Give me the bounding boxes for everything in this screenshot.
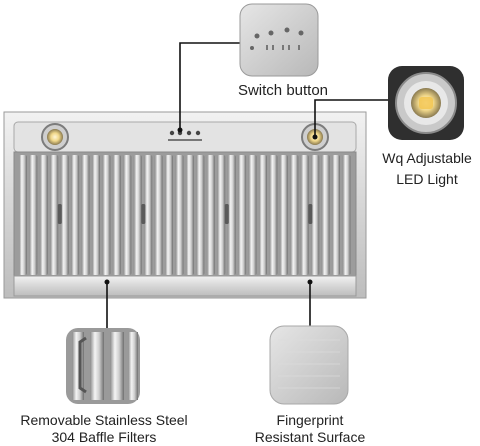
baffle-fin (238, 155, 247, 275)
baffle-filter-inset (66, 328, 140, 404)
led-light-left (41, 123, 69, 151)
baffle-fin (269, 155, 278, 275)
led-light-label-line1: Wq Adjustable (382, 150, 472, 166)
baffle-fin (19, 155, 27, 275)
baffle-fin (154, 155, 163, 275)
bottom-lip (13, 275, 357, 297)
baffle-fin (217, 155, 226, 275)
baffle-fin (186, 155, 194, 275)
filters-label-line2: 304 Baffle Filters (51, 429, 157, 445)
baffle-fin (311, 155, 320, 275)
baffle-fin (50, 155, 59, 275)
filter-handle (141, 204, 146, 224)
range-hood (3, 111, 367, 299)
filter-bay (13, 151, 357, 285)
baffle-fin (332, 155, 340, 275)
baffle-fin (144, 155, 153, 275)
baffle-fin (60, 155, 69, 275)
baffle-fin (227, 155, 236, 275)
led-light-label-line2: LED Light (396, 171, 458, 187)
surface-label-line2: Resistant Surface (254, 429, 366, 445)
switch-button-label: Switch button (237, 82, 329, 99)
baffle-fin (92, 155, 100, 275)
baffle-fin (300, 155, 309, 275)
filter-handle (224, 204, 229, 224)
filter-handle (308, 204, 313, 224)
baffle-fin (165, 155, 173, 275)
baffle-filters (19, 155, 351, 275)
leader-lines (104, 42, 388, 334)
baffle-fin (102, 155, 111, 275)
baffle-fin (342, 155, 351, 275)
switch-leader (179, 42, 240, 130)
light-leader (314, 99, 388, 137)
baffle-fin (123, 155, 132, 275)
surface-label-line1: Fingerprint (276, 412, 344, 428)
baffle-fin (259, 155, 267, 275)
baffle-fin (321, 155, 330, 275)
switch-panel-inset (239, 3, 319, 77)
baffle-fin (290, 155, 299, 275)
led-light-inset (388, 66, 464, 140)
baffle-fin (71, 155, 80, 275)
baffle-fin (175, 155, 184, 275)
brushed-surface-inset (269, 325, 349, 405)
baffle-fin (133, 155, 142, 275)
baffle-fin (81, 155, 90, 275)
baffle-fin (206, 155, 215, 275)
baffle-fin (39, 155, 48, 275)
baffle-fin (112, 155, 121, 275)
baffle-fin (279, 155, 288, 275)
filters-label-line1: Removable Stainless Steel (20, 412, 188, 428)
filter-handle (57, 204, 62, 224)
baffle-fin (29, 155, 38, 275)
baffle-fin (196, 155, 205, 275)
filter-handle (78, 336, 87, 394)
baffle-fin (248, 155, 257, 275)
